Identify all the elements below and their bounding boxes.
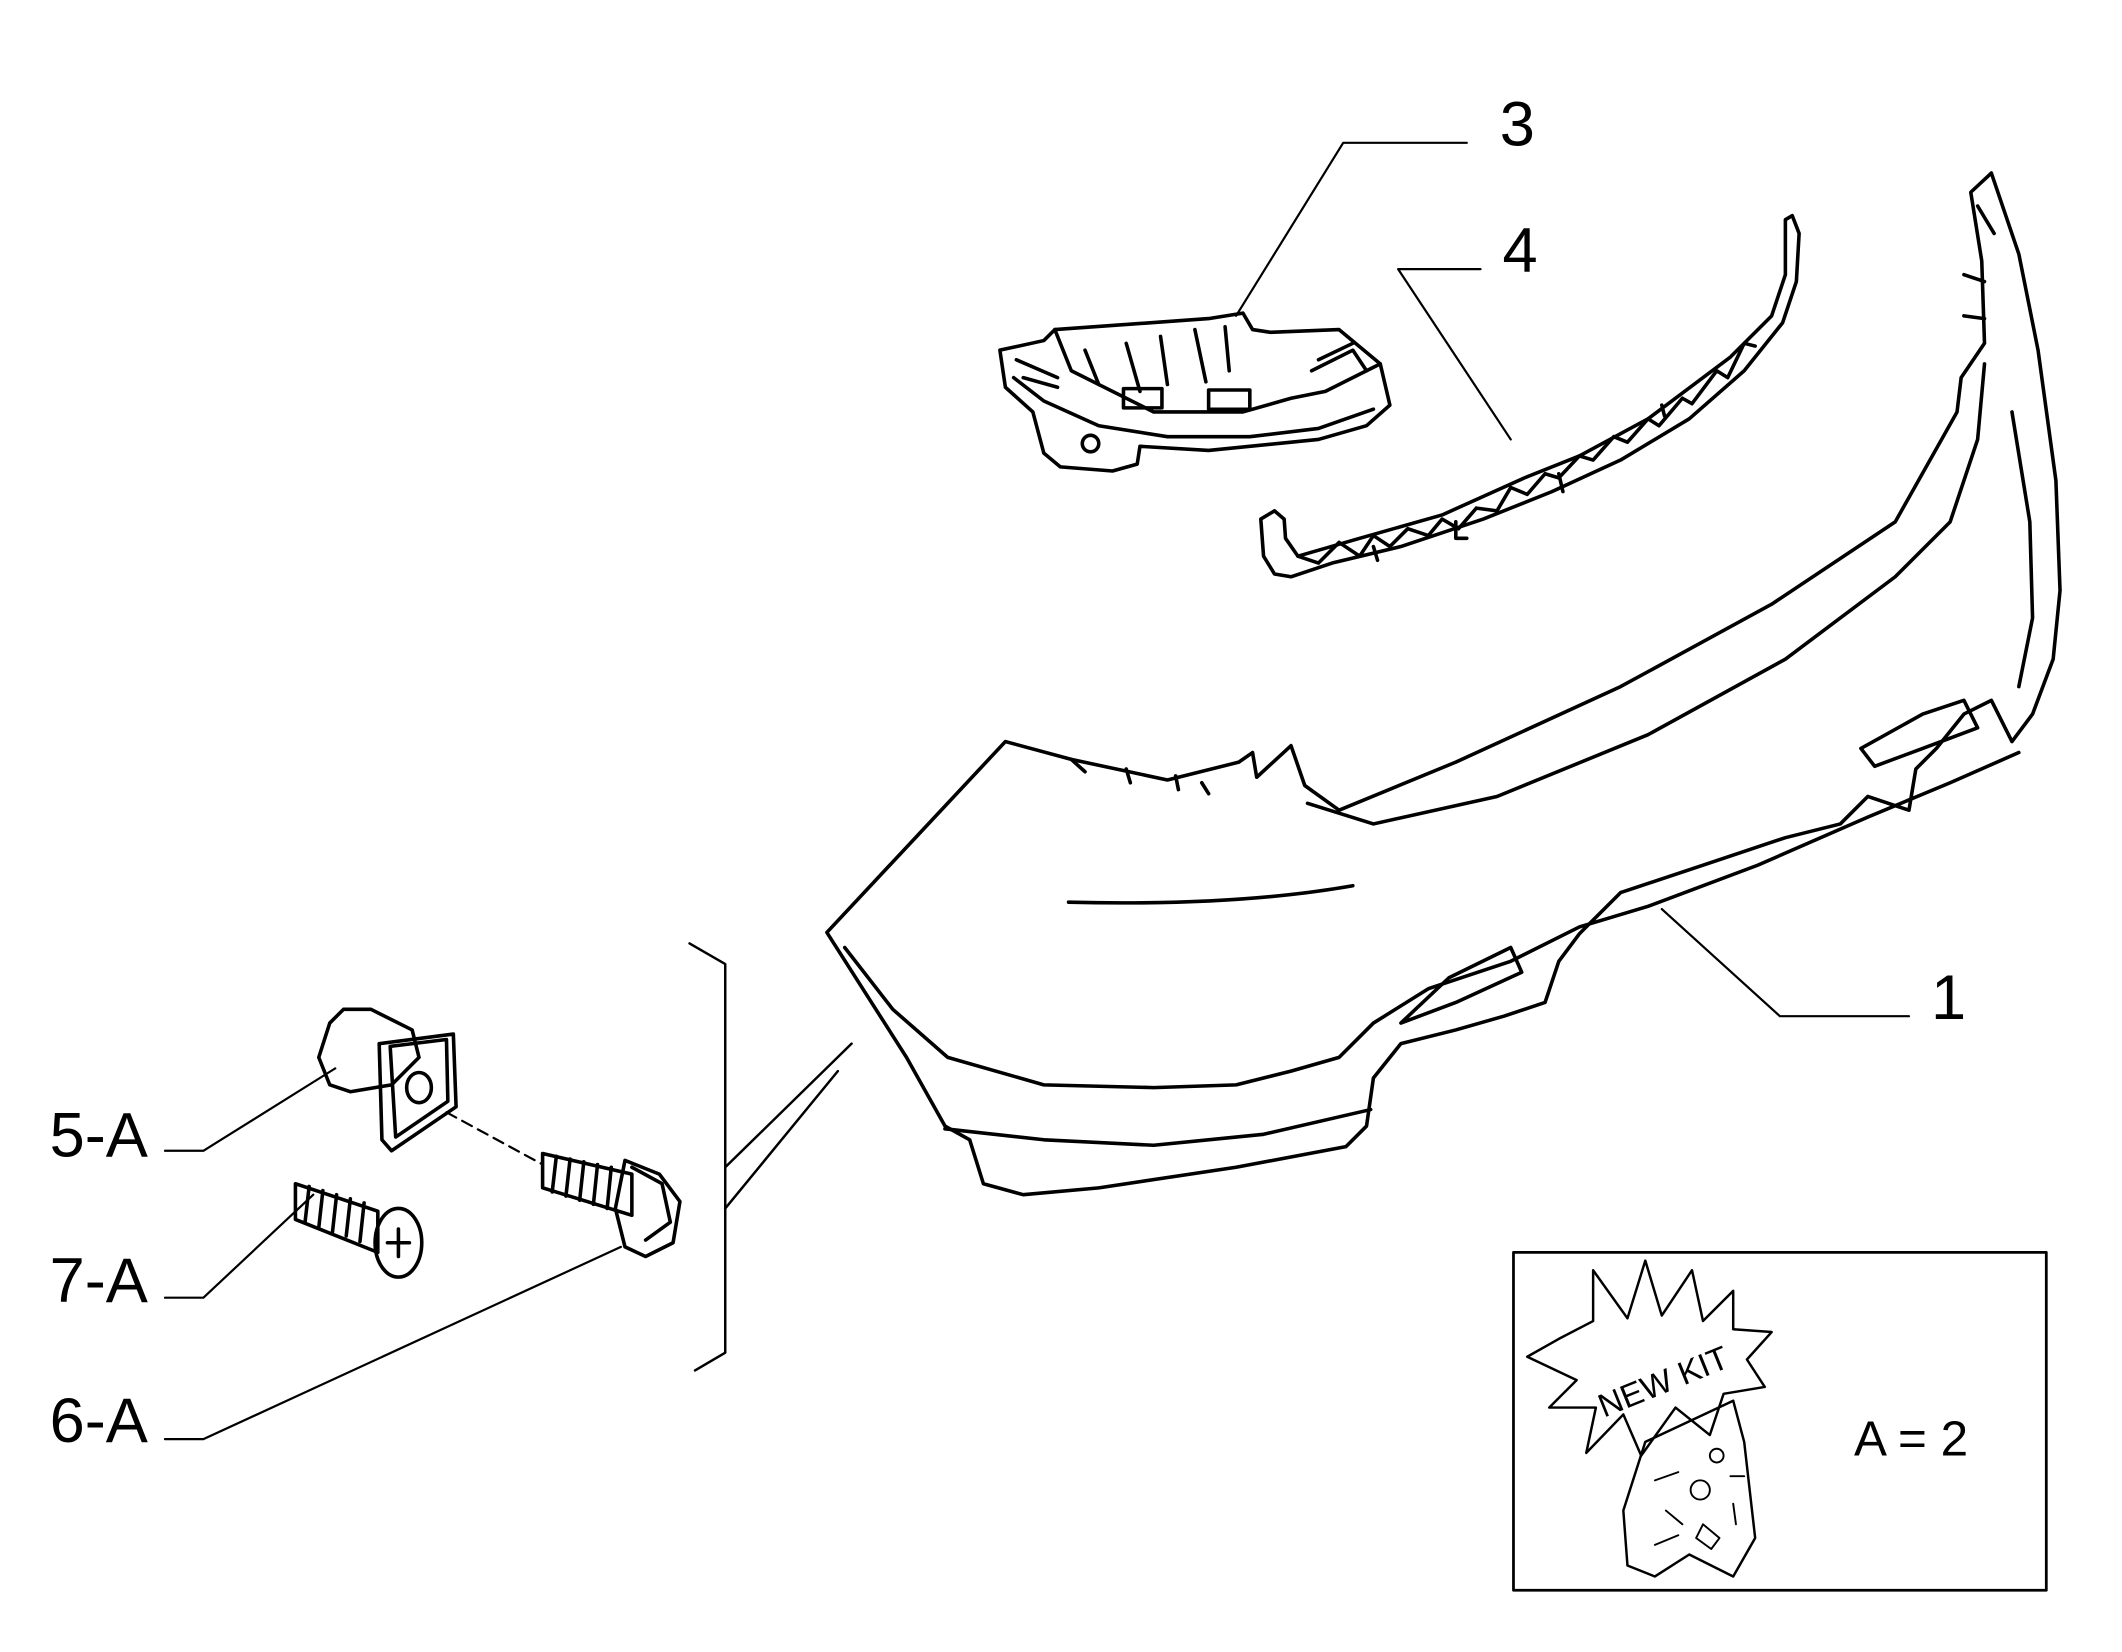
bolt-hex-head	[613, 1158, 682, 1259]
group-bracket	[688, 942, 853, 1372]
bumper-right-inner	[2010, 410, 2035, 689]
hex-flange-bolt[interactable]	[540, 1151, 682, 1259]
bracket-mount-hole	[1080, 433, 1101, 454]
screw-head	[373, 1206, 424, 1279]
reinforcement-bar[interactable]	[1259, 213, 1801, 579]
bracket-bottom-face	[1011, 375, 1376, 439]
leader-lines	[163, 141, 1911, 1441]
clip-nut[interactable]	[316, 1007, 458, 1153]
bumper-upper-crease	[1305, 362, 1987, 826]
leader-part-5	[163, 1067, 337, 1152]
bumper-outline	[825, 171, 2062, 1197]
new-kit-starburst	[1525, 1259, 1773, 1457]
bumper-side-line	[1066, 883, 1355, 905]
bolt-threads	[550, 1154, 614, 1211]
leader-part-6	[163, 1245, 622, 1441]
clip-nut-hole	[404, 1070, 434, 1105]
callout-part-5: 5-A	[50, 1100, 148, 1170]
parts-bag	[1622, 1399, 1757, 1578]
bracket-inner-ribs	[1014, 325, 1369, 394]
callout-part-7: 7-A	[50, 1246, 148, 1316]
rear-bumper-cover[interactable]	[825, 171, 2062, 1197]
leader-part-3	[1234, 141, 1468, 317]
bumper-left-vent	[1399, 945, 1524, 1025]
bracket-top-face	[1053, 327, 1383, 414]
leader-part-7	[163, 1193, 315, 1299]
kit-inset-box	[1512, 1251, 2048, 1592]
bolt-flange	[630, 1165, 673, 1242]
bumper-lower-edge	[943, 1107, 1373, 1148]
clip-nut-plate	[377, 1032, 458, 1153]
kit-quantity-label: A = 2	[1854, 1412, 1968, 1467]
bar-tabs	[1371, 403, 1667, 563]
bracket-outline	[998, 311, 1392, 473]
screw-cross-slot	[385, 1227, 412, 1259]
bag-contents	[1653, 1447, 1746, 1550]
callout-part-6: 6-A	[50, 1386, 148, 1456]
bumper-bracket[interactable]	[998, 311, 1392, 473]
bracket-window	[1121, 386, 1164, 410]
bar-lattice	[1296, 341, 1757, 565]
bracket-window-2	[1206, 388, 1252, 412]
callout-part-3: 3	[1500, 90, 1535, 160]
clip-nut-plate-inner	[388, 1037, 450, 1139]
clip-nut-body	[316, 1007, 421, 1094]
callout-part-1: 1	[1931, 963, 1966, 1033]
bolt-shank	[540, 1151, 634, 1218]
bumper-mid-crease	[842, 750, 2021, 1090]
leader-part-1	[1660, 907, 1911, 1018]
screw-threads	[303, 1184, 366, 1244]
bumper-top-clips	[1069, 204, 1996, 796]
callout-part-4: 4	[1502, 216, 1537, 286]
pan-head-screw[interactable]	[293, 1181, 424, 1279]
assembly-axis	[445, 1111, 544, 1166]
bumper-right-vent	[1859, 698, 1980, 769]
leader-part-4	[1397, 268, 1512, 441]
